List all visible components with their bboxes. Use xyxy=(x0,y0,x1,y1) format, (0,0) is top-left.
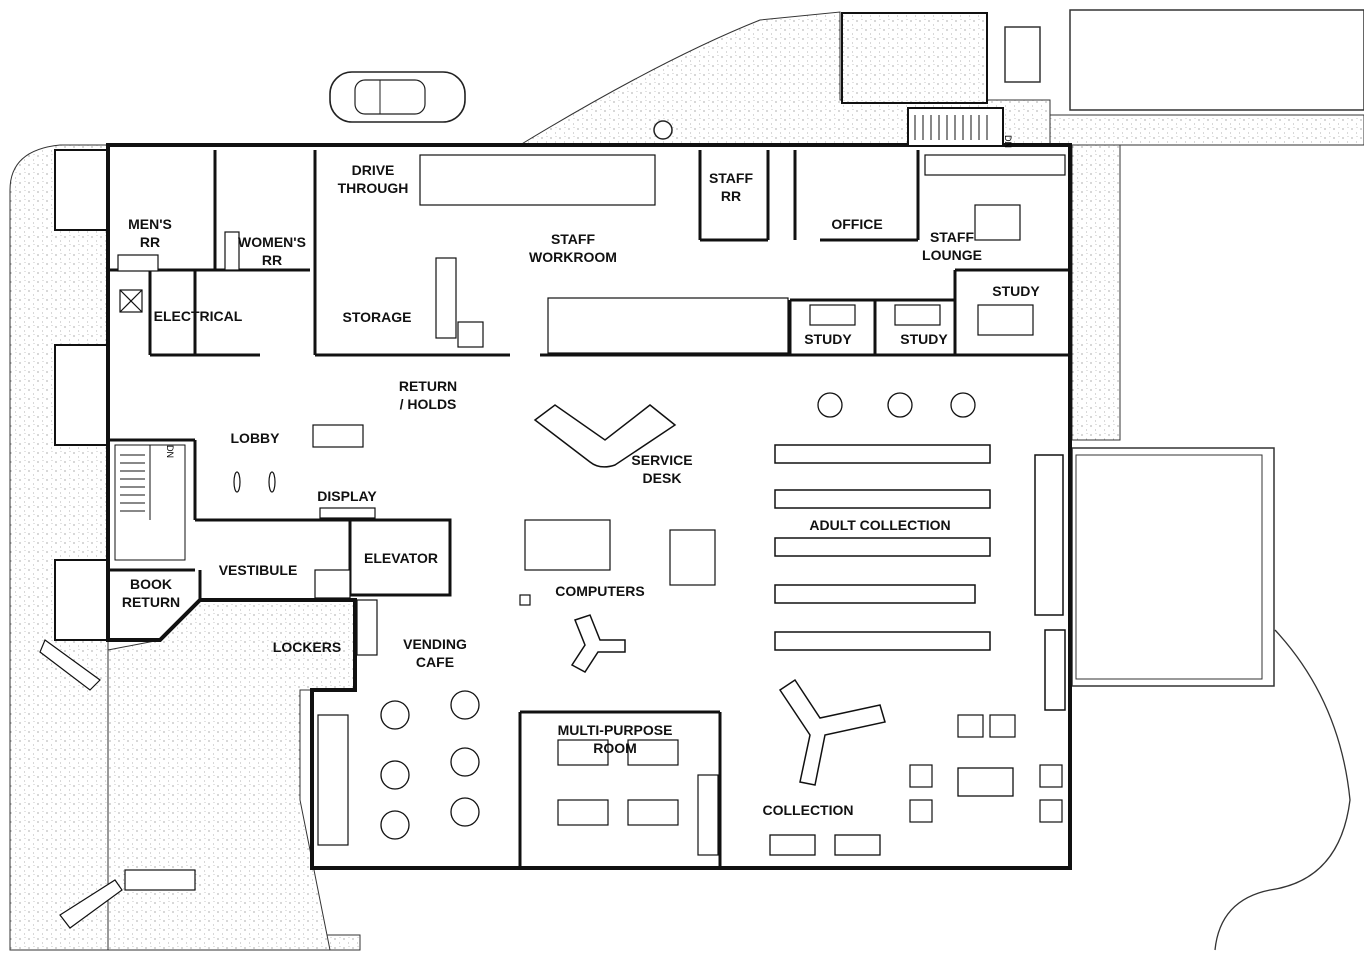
cafe-tables xyxy=(380,690,480,840)
building-walls xyxy=(106,143,1072,870)
adult-collection-shelving xyxy=(774,444,991,651)
utility-box xyxy=(1004,26,1041,83)
exterior-vents xyxy=(39,639,196,929)
lobby-furniture xyxy=(233,424,378,656)
tri-shelving-units xyxy=(570,614,886,786)
label-elevator: ELEVATOR xyxy=(364,550,438,566)
label-adult-collection: ADULT COLLECTION xyxy=(809,517,951,533)
label-return-holds: RETURN/ HOLDS xyxy=(398,378,458,412)
soft-seating xyxy=(909,714,1063,823)
service-desk-counter xyxy=(533,404,677,468)
top-right-walkway xyxy=(1049,114,1364,146)
top-right-pad xyxy=(1069,9,1364,111)
multipurpose-tables xyxy=(557,739,719,856)
label-display: DISPLAY xyxy=(317,488,377,504)
top-stair xyxy=(907,107,1004,147)
main-stair xyxy=(114,444,186,561)
label-lobby: LOBBY xyxy=(230,430,280,446)
label-study-2: STUDY xyxy=(900,331,948,347)
label-vestibule: VESTIBULE xyxy=(218,562,298,578)
stair-dn-lower: DN xyxy=(165,445,175,458)
label-electrical: ELECTRICAL xyxy=(153,308,243,324)
cafe-counter xyxy=(317,714,349,846)
label-office: OFFICE xyxy=(831,216,883,232)
stair-dn-upper: DN xyxy=(1003,135,1013,148)
top-building-box xyxy=(841,12,988,104)
interior-walls xyxy=(108,150,1070,868)
staff-workstations xyxy=(419,154,789,354)
label-lockers: LOCKERS xyxy=(272,639,342,655)
label-study-3: STUDY xyxy=(992,283,1040,299)
label-study-1: STUDY xyxy=(804,331,852,347)
lounge-counter xyxy=(924,154,1066,176)
bollard-icon xyxy=(653,120,673,140)
right-curb-line xyxy=(1214,629,1351,951)
perimeter-shelving xyxy=(1034,454,1066,711)
right-canopy-inner xyxy=(1075,454,1263,680)
reading-tables xyxy=(769,392,1014,856)
label-storage: STORAGE xyxy=(342,309,412,325)
car-icon xyxy=(329,71,466,123)
computer-tables xyxy=(519,519,716,606)
label-collection: COLLECTION xyxy=(762,802,854,818)
restroom-fixtures xyxy=(117,231,240,313)
left-columns xyxy=(54,149,108,641)
study-tables xyxy=(809,204,1034,336)
right-walkway xyxy=(1071,144,1121,441)
label-computers: COMPUTERS xyxy=(555,583,645,599)
